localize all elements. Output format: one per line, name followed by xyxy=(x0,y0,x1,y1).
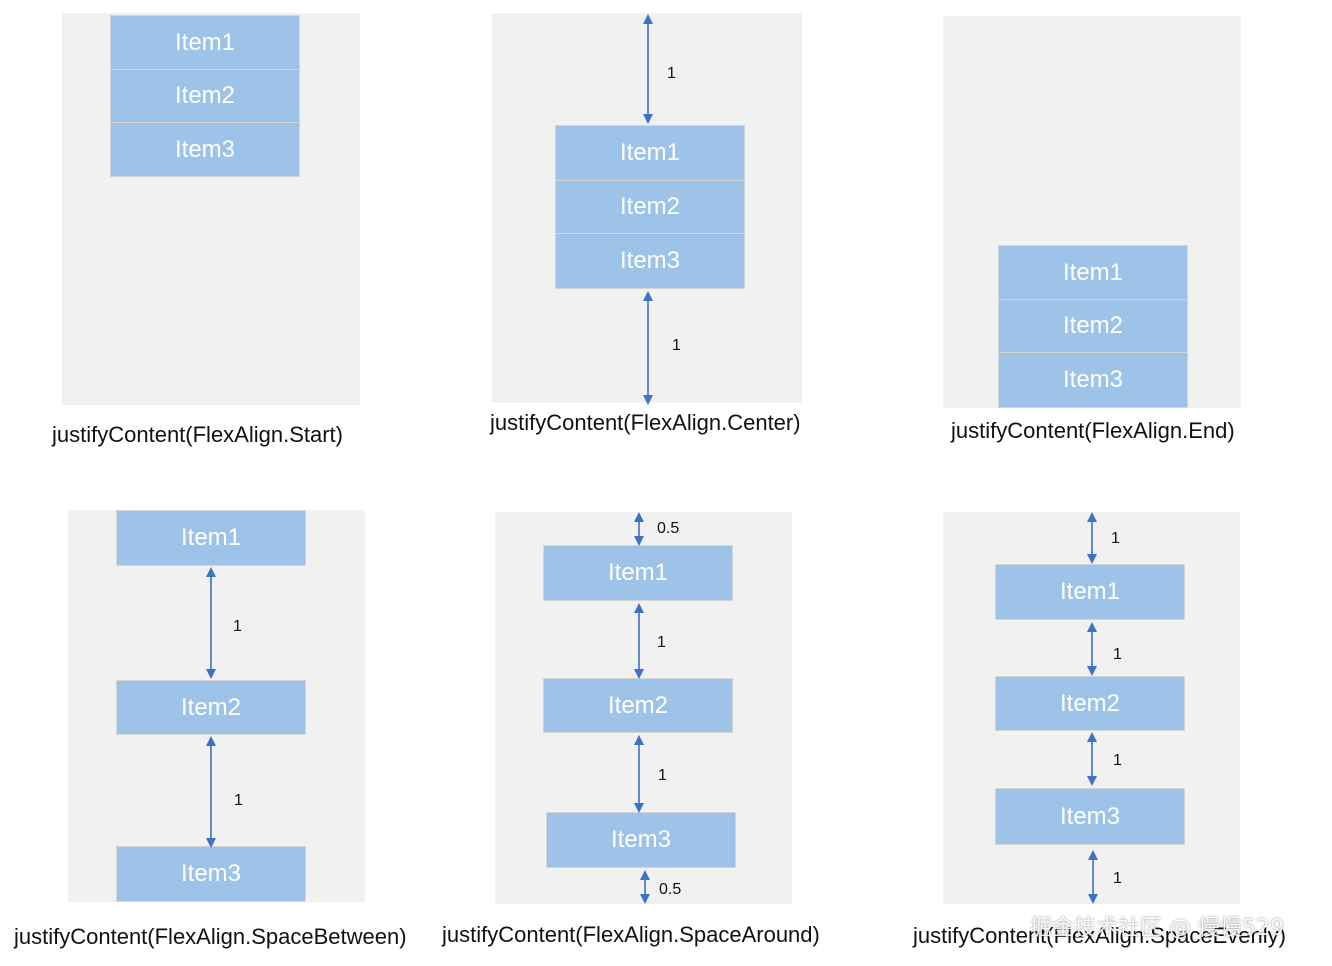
watermark: 掘金技术社区 @ 慢慢529 xyxy=(1030,916,1284,941)
item-2: Item2 xyxy=(110,69,300,123)
panel-flexalign-center: Item1 Item2 Item3 xyxy=(492,13,802,403)
gap-label: 1 xyxy=(1113,646,1122,663)
gap-label: 1 xyxy=(1111,530,1120,547)
caption-flexalign-center: justifyContent(FlexAlign.Center) xyxy=(490,410,801,435)
caption-flexalign-spacebetween: justifyContent(FlexAlign.SpaceBetween) xyxy=(14,924,407,949)
double-headed-arrow-icon xyxy=(206,567,216,679)
item-2: Item2 xyxy=(998,299,1188,353)
double-headed-arrow-icon xyxy=(1087,512,1097,564)
item-3: Item3 xyxy=(110,122,300,177)
double-headed-arrow-icon xyxy=(1088,850,1098,904)
item-1: Item1 xyxy=(543,545,733,601)
panel-flexalign-spaceevenly: Item1 Item2 Item3 xyxy=(943,512,1240,904)
double-headed-arrow-icon xyxy=(634,735,644,813)
gap-label: 1 xyxy=(1113,752,1122,769)
gap-label: 1 xyxy=(658,767,667,784)
gap-label: 1 xyxy=(657,634,666,651)
caption-flexalign-end: justifyContent(FlexAlign.End) xyxy=(951,418,1235,443)
caption-flexalign-spaceevenly: justifyContent(FlexAlign.SpaceEvenly) xyxy=(913,923,1286,948)
item-2: Item2 xyxy=(543,678,733,733)
gap-label: 1 xyxy=(672,337,681,354)
gap-label: 1 xyxy=(234,792,243,809)
caption-flexalign-spacearound: justifyContent(FlexAlign.SpaceAround) xyxy=(442,922,820,947)
double-headed-arrow-icon xyxy=(1087,732,1097,786)
double-headed-arrow-icon xyxy=(206,736,216,848)
item-1: Item1 xyxy=(998,245,1188,300)
caption-flexalign-start: justifyContent(FlexAlign.Start) xyxy=(52,422,343,447)
double-headed-arrow-icon xyxy=(643,291,653,405)
panel-flexalign-start: Item1 Item2 Item3 xyxy=(62,13,360,405)
gap-label: 0.5 xyxy=(657,520,680,537)
gap-label: 0.5 xyxy=(659,881,682,898)
gap-label: 1 xyxy=(667,65,676,82)
item-3: Item3 xyxy=(116,846,306,902)
item-2: Item2 xyxy=(555,180,745,234)
item-2: Item2 xyxy=(116,680,306,735)
double-headed-arrow-icon xyxy=(640,870,650,904)
item-3: Item3 xyxy=(998,352,1188,408)
gap-label: 1 xyxy=(1113,870,1122,887)
panel-flexalign-end: Item1 Item2 Item3 xyxy=(943,16,1241,408)
double-headed-arrow-icon xyxy=(1087,622,1097,676)
item-3: Item3 xyxy=(555,233,745,289)
item-1: Item1 xyxy=(110,15,300,70)
double-headed-arrow-icon xyxy=(634,603,644,679)
item-1: Item1 xyxy=(995,564,1185,620)
double-headed-arrow-icon xyxy=(634,512,644,546)
item-2: Item2 xyxy=(995,676,1185,731)
double-headed-arrow-icon xyxy=(643,14,653,124)
item-1: Item1 xyxy=(555,125,745,181)
panel-flexalign-spacebetween: Item1 Item2 Item3 xyxy=(68,510,365,902)
item-3: Item3 xyxy=(995,788,1185,845)
panel-flexalign-spacearound: Item1 Item2 Item3 xyxy=(495,512,792,904)
gap-label: 1 xyxy=(233,618,242,635)
item-1: Item1 xyxy=(116,510,306,566)
item-3: Item3 xyxy=(546,812,736,868)
